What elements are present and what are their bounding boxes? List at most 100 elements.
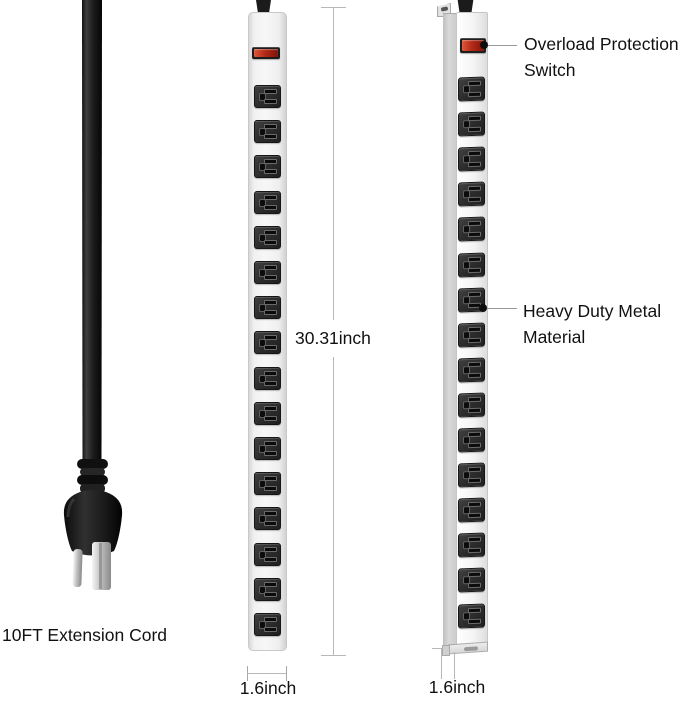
plug-prong-shading — [99, 543, 102, 589]
plug-strain-relief — [77, 459, 108, 493]
strip-side-face — [443, 13, 456, 650]
power-outlet — [254, 402, 281, 425]
outlet-slot — [264, 89, 277, 94]
power-outlet — [458, 532, 485, 558]
outlet-slot — [264, 124, 277, 129]
power-outlet — [458, 392, 485, 418]
switch-rocker — [462, 40, 484, 51]
overload-switch-annotation: Overload Protection Switch — [524, 31, 679, 83]
length-dimension-cap-bottom — [321, 655, 346, 656]
outlet-slot — [264, 195, 277, 200]
annotation-dot-overload — [480, 41, 488, 49]
outlet-slot — [264, 169, 277, 174]
side-width-line-right — [454, 652, 455, 679]
switch-rocker — [254, 49, 278, 57]
outlet-slot — [468, 196, 481, 203]
front-width-label: 1.6inch — [239, 678, 297, 698]
power-outlet — [254, 543, 281, 566]
outlet-ground-hole — [259, 234, 266, 242]
plug-body — [63, 489, 123, 556]
outlet-slot — [468, 512, 481, 519]
power-outlet — [254, 191, 281, 214]
plug-prong-narrow — [72, 548, 83, 588]
outlet-slot — [468, 431, 481, 438]
outlet-slot — [468, 291, 481, 298]
power-outlet — [254, 261, 281, 284]
outlet-slot — [468, 326, 481, 333]
outlet-ground-hole — [259, 339, 266, 347]
power-outlet — [458, 603, 485, 629]
outlet-slot — [468, 220, 481, 227]
overload-annotation-line1: Overload Protection — [524, 34, 679, 54]
outlet-slot — [264, 265, 277, 270]
power-outlet — [458, 216, 485, 242]
power-plug — [63, 0, 123, 590]
power-outlet — [458, 322, 485, 348]
cord-stub — [457, 0, 474, 14]
outlet-slot — [264, 617, 277, 622]
outlet-slot — [468, 256, 481, 263]
extension-cord-label: 10FT Extension Cord — [2, 625, 168, 645]
outlet-ground-hole — [259, 128, 266, 136]
outlet-slot — [468, 607, 481, 614]
width-bracket-tick-right — [286, 666, 287, 681]
power-outlet — [254, 331, 281, 354]
power-outlet — [254, 437, 281, 460]
outlet-slot — [468, 267, 481, 274]
outlet-slot — [468, 361, 481, 368]
side-width-line-left — [441, 648, 442, 679]
power-outlet — [254, 226, 281, 249]
outlet-slot — [468, 407, 481, 414]
outlet-slot — [264, 441, 277, 446]
outlet-slot — [264, 205, 277, 210]
power-outlet — [458, 252, 485, 278]
outlet-ground-hole — [259, 621, 266, 629]
outlet-slot — [468, 115, 481, 122]
outlet-slot — [468, 442, 481, 449]
outlet-slot — [468, 372, 481, 379]
outlet-ground-hole — [259, 304, 266, 312]
outlet-slot — [264, 381, 277, 386]
keyhole-slot — [464, 646, 478, 652]
mounting-bracket-lip — [442, 645, 450, 656]
outlet-slot — [468, 185, 481, 192]
outlet-ground-hole — [259, 375, 266, 383]
power-outlet — [458, 111, 485, 137]
side-width-label: 1.6inch — [428, 677, 486, 697]
annotation-leader-overload — [488, 45, 517, 46]
outlet-slot — [264, 486, 277, 491]
outlet-slot — [264, 521, 277, 526]
outlet-slot — [264, 511, 277, 516]
power-cord — [82, 0, 102, 460]
outlet-slot — [468, 161, 481, 168]
power-outlet — [254, 155, 281, 178]
metal-annotation-line1: Heavy Duty Metal — [523, 301, 662, 321]
power-outlet — [254, 507, 281, 530]
outlet-slot — [264, 416, 277, 421]
outlet-slot — [468, 80, 481, 87]
outlet-ground-hole — [259, 199, 266, 207]
outlet-slot — [468, 126, 481, 133]
side-width-tick — [432, 648, 442, 649]
cord-stub — [256, 0, 271, 14]
outlet-slot — [468, 571, 481, 578]
outlet-slot — [264, 335, 277, 340]
outlet-ground-hole — [259, 515, 266, 523]
power-outlet — [458, 357, 485, 383]
outlet-slot — [264, 451, 277, 456]
outlet-ground-hole — [259, 410, 266, 418]
outlet-slot — [264, 406, 277, 411]
power-outlet — [254, 472, 281, 495]
outlet-slot — [468, 466, 481, 473]
overload-annotation-line2: Switch — [524, 60, 576, 80]
outlet-slot — [468, 501, 481, 508]
power-outlet — [254, 120, 281, 143]
power-outlet — [458, 497, 485, 523]
power-outlet — [458, 76, 485, 102]
power-strip-front-view — [248, 0, 288, 662]
annotation-leader-metal — [487, 308, 517, 309]
outlet-ground-hole — [259, 480, 266, 488]
outlet-slot — [264, 547, 277, 552]
power-outlet — [458, 567, 485, 593]
